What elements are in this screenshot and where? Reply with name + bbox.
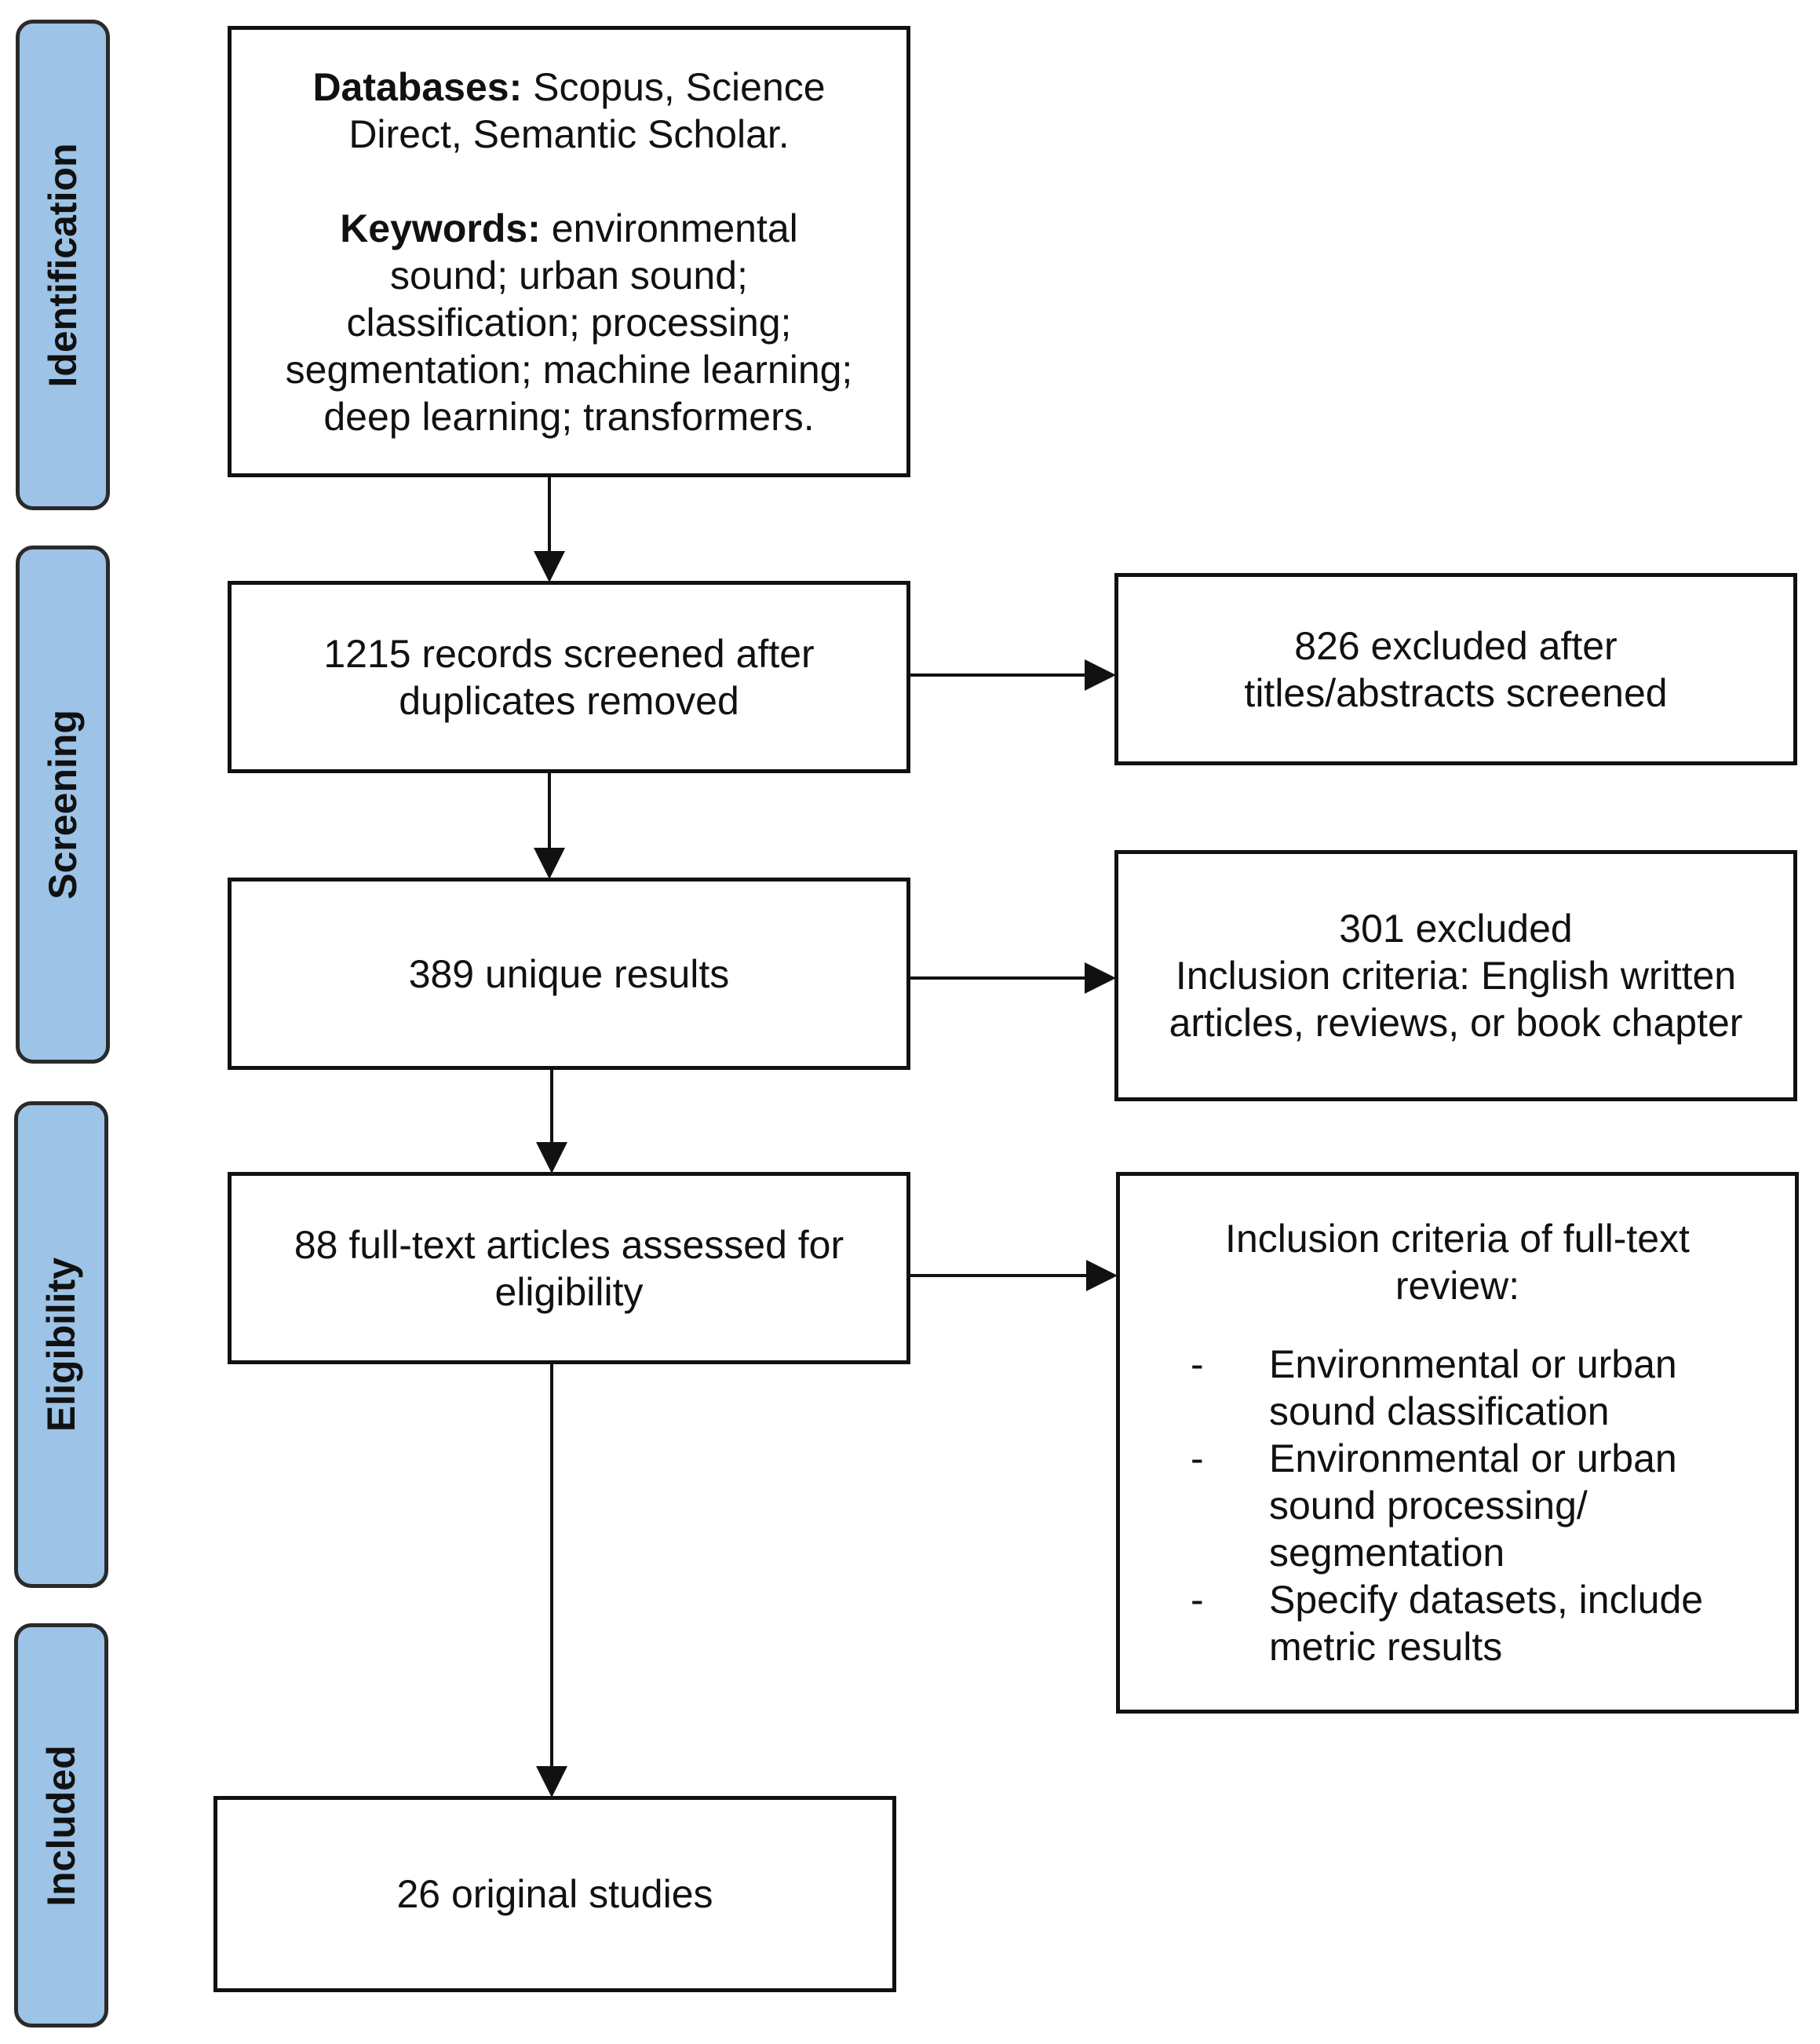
excluded-criteria-line-1: 301 excluded xyxy=(1339,907,1573,951)
list-item-line: Environmental or urban xyxy=(1269,1436,1677,1480)
fulltext-assessed-box: 88 full-text articles assessed for eligi… xyxy=(228,1172,910,1364)
records-screened-box: 1215 records screened after duplicates r… xyxy=(228,581,910,773)
list-dash: - xyxy=(1191,1436,1204,1480)
keywords-text-5: deep learning; transformers. xyxy=(323,394,815,439)
fulltext-assessed-line-2: eligibility xyxy=(494,1269,644,1314)
stage-screening: Screening xyxy=(16,546,110,1064)
stage-included: Included xyxy=(14,1623,108,2028)
list-item-line: sound classification xyxy=(1269,1389,1610,1433)
databases-text-2: Direct, Semantic Scholar. xyxy=(348,111,790,156)
keywords-text-3: classification; processing; xyxy=(346,300,792,345)
fulltext-criteria-heading-1: Inclusion criteria of full-text xyxy=(1225,1217,1690,1261)
records-screened-line-2: duplicates removed xyxy=(399,678,739,723)
databases-paragraph: Databases: Scopus, Science Direct, Seman… xyxy=(312,64,825,158)
excluded-titles-line-1: 826 excluded after xyxy=(1294,623,1618,668)
unique-results-line-1: 389 unique results xyxy=(408,951,730,996)
original-studies-line-1: 26 original studies xyxy=(396,1872,713,1916)
excluded-criteria-line-2: Inclusion criteria: English written xyxy=(1175,954,1737,998)
records-screened-line-1: 1215 records screened after xyxy=(323,631,815,676)
list-item: - Specify datasets, include metric resul… xyxy=(1143,1576,1771,1670)
list-item-line: Environmental or urban xyxy=(1269,1342,1677,1386)
keywords-text-4: segmentation; machine learning; xyxy=(285,347,853,392)
identification-box: Databases: Scopus, Science Direct, Seman… xyxy=(228,26,910,477)
keywords-text-2: sound; urban sound; xyxy=(390,253,748,297)
excluded-titles-line-2: titles/abstracts screened xyxy=(1244,670,1668,715)
stage-eligibility: Eligibility xyxy=(14,1101,108,1588)
excluded-criteria-box: 301 excluded Inclusion criteria: English… xyxy=(1114,850,1797,1101)
original-studies-box: 26 original studies xyxy=(213,1796,896,1992)
fulltext-criteria-box: Inclusion criteria of full-text review: … xyxy=(1116,1172,1799,1714)
list-item-line: Specify datasets, include xyxy=(1269,1578,1704,1622)
unique-results-box: 389 unique results xyxy=(228,878,910,1070)
keywords-text-1: environmental xyxy=(540,206,798,250)
stage-identification: Identification xyxy=(16,20,110,510)
list-dash: - xyxy=(1191,1578,1204,1622)
list-item-line: metric results xyxy=(1269,1625,1503,1669)
list-item-line: sound processing/ xyxy=(1269,1484,1588,1528)
fulltext-criteria-list: - Environmental or urban sound classific… xyxy=(1143,1341,1771,1670)
keywords-label: Keywords: xyxy=(340,206,541,250)
databases-text-1: Scopus, Science xyxy=(522,64,826,109)
list-item-line: segmentation xyxy=(1269,1531,1505,1575)
excluded-titles-box: 826 excluded after titles/abstracts scre… xyxy=(1114,573,1797,765)
fulltext-criteria-heading-2: review: xyxy=(1395,1264,1520,1308)
list-item: - Environmental or urban sound classific… xyxy=(1143,1341,1771,1435)
excluded-criteria-line-3: articles, reviews, or book chapter xyxy=(1169,1001,1743,1045)
list-item: - Environmental or urban sound processin… xyxy=(1143,1435,1771,1576)
fulltext-assessed-line-1: 88 full-text articles assessed for xyxy=(294,1222,844,1267)
databases-label: Databases: xyxy=(312,64,523,109)
list-dash: - xyxy=(1191,1342,1204,1386)
keywords-paragraph: Keywords: environmental sound; urban sou… xyxy=(286,205,853,440)
